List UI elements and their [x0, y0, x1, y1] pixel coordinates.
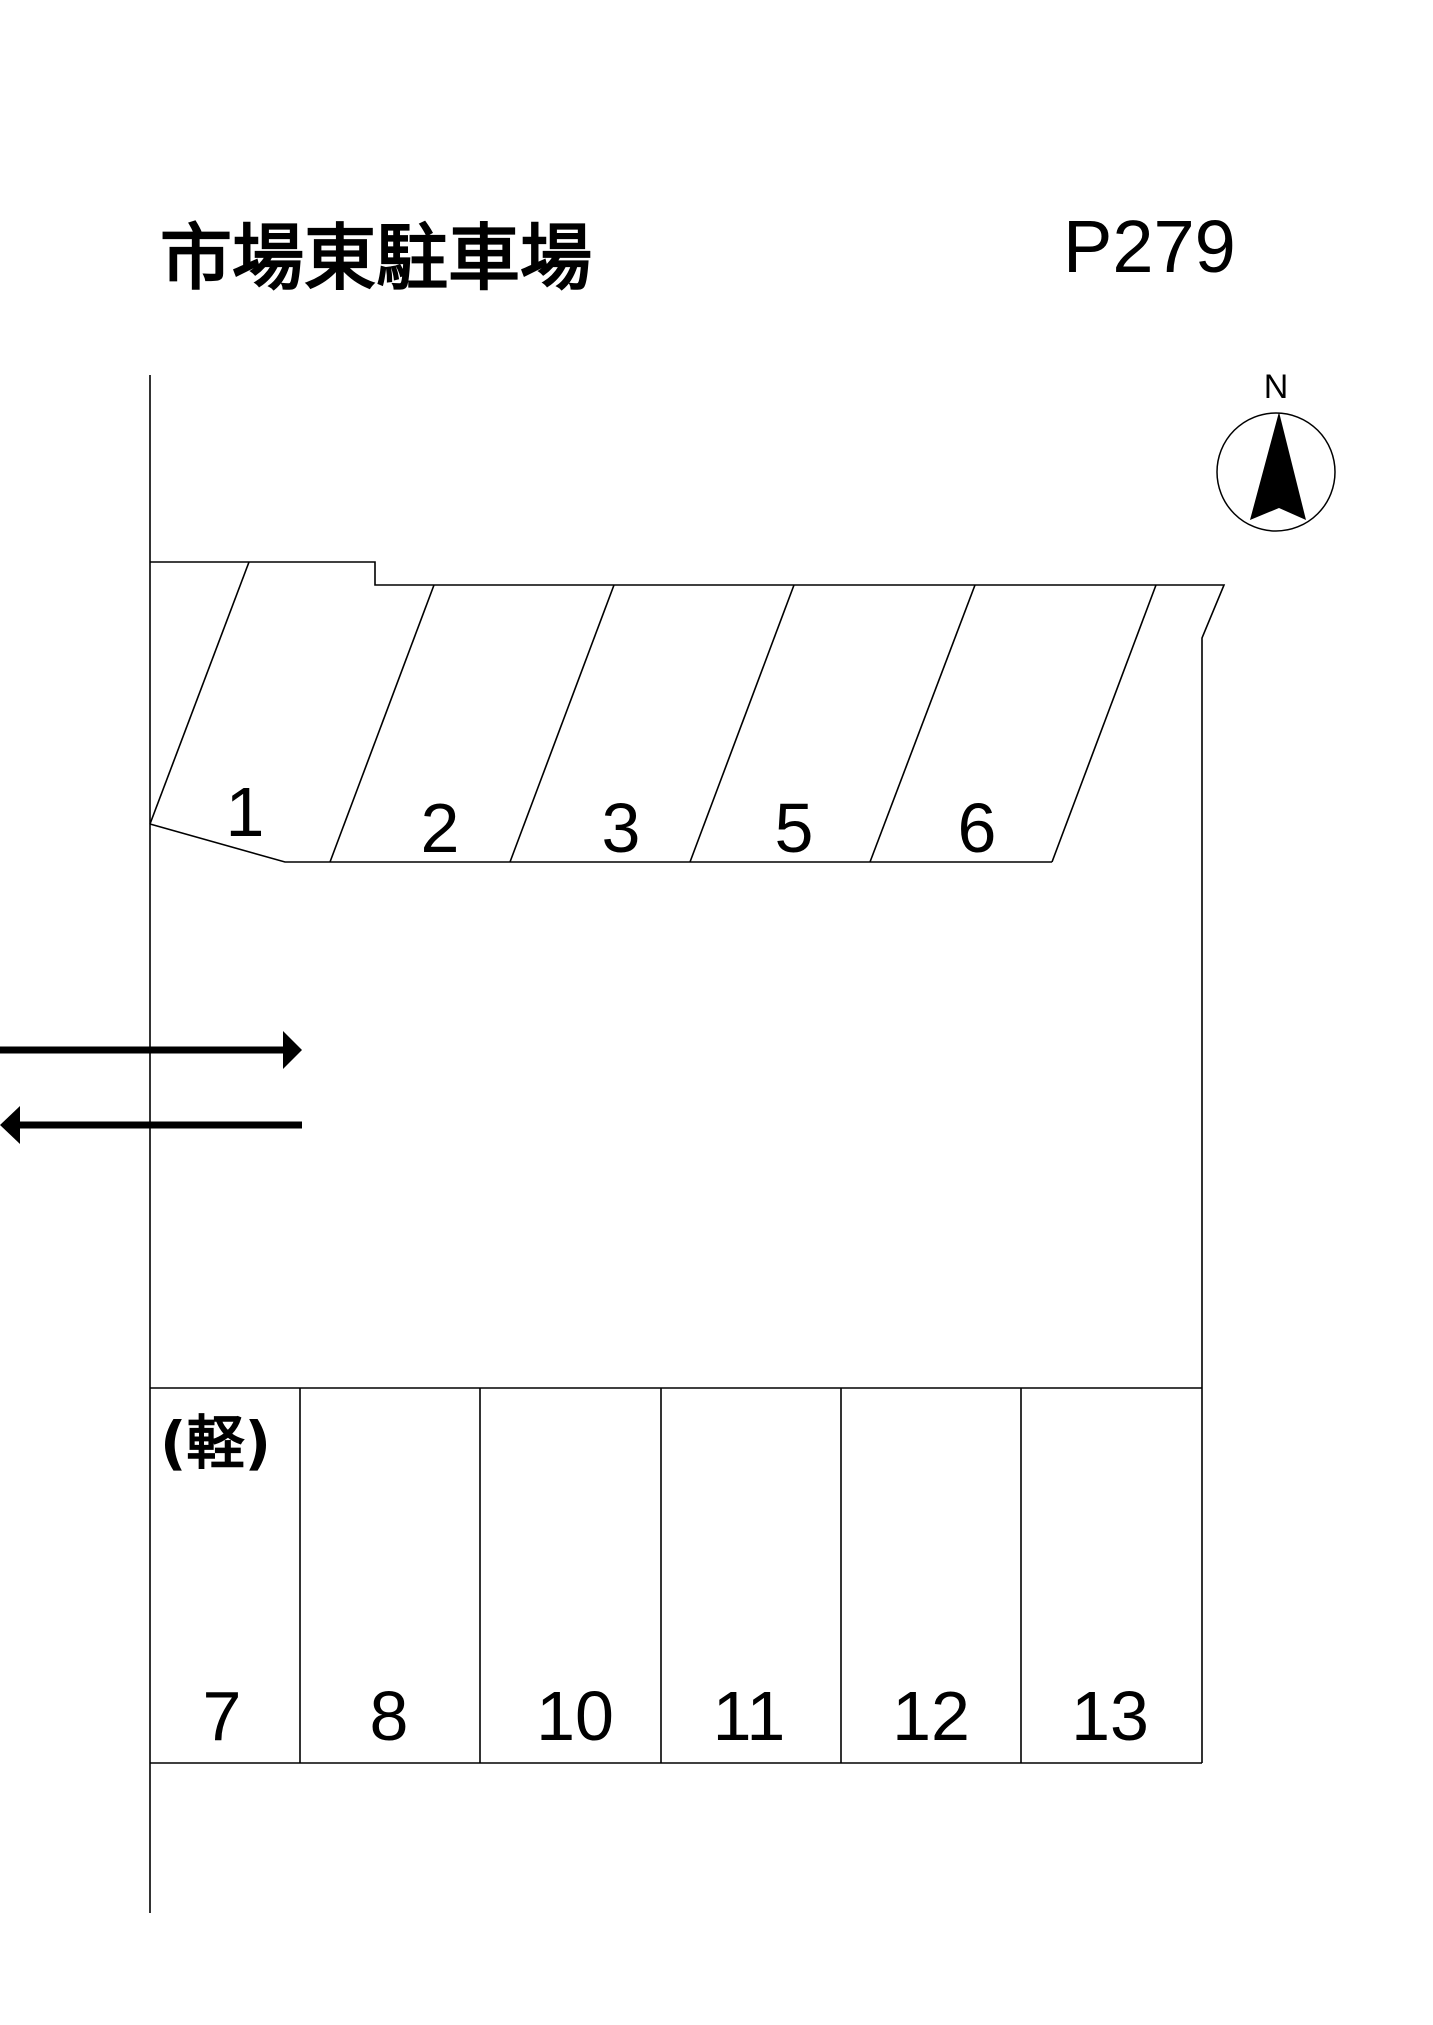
lot-boundary: [150, 561, 1226, 1388]
kei-car-note: (軽): [160, 1409, 271, 1477]
north-label: N: [1264, 368, 1289, 406]
bottom-parking-row: (軽) 7 8 10 11 12 13: [150, 1387, 1203, 1764]
top-parking-row: 1 2 3 5 6: [149, 561, 1157, 867]
space-number: 8: [370, 1677, 409, 1755]
exit-arrow-icon: [0, 1106, 302, 1144]
space-number: 1: [226, 773, 265, 851]
space-number: 13: [1071, 1677, 1149, 1755]
space-number: 7: [203, 1677, 242, 1755]
entrance-arrow-icon: [0, 1031, 302, 1069]
space-number: 5: [775, 789, 814, 867]
lot-code: P279: [1063, 205, 1236, 288]
space-number: 6: [958, 789, 997, 867]
space-number: 11: [713, 1677, 786, 1755]
space-number: 3: [602, 789, 641, 867]
lot-title: 市場東駐車場: [160, 216, 592, 300]
north-arrow-icon: N: [1216, 368, 1336, 532]
space-number: 12: [892, 1677, 970, 1755]
space-number: 2: [421, 789, 460, 867]
space-number: 10: [536, 1677, 614, 1755]
